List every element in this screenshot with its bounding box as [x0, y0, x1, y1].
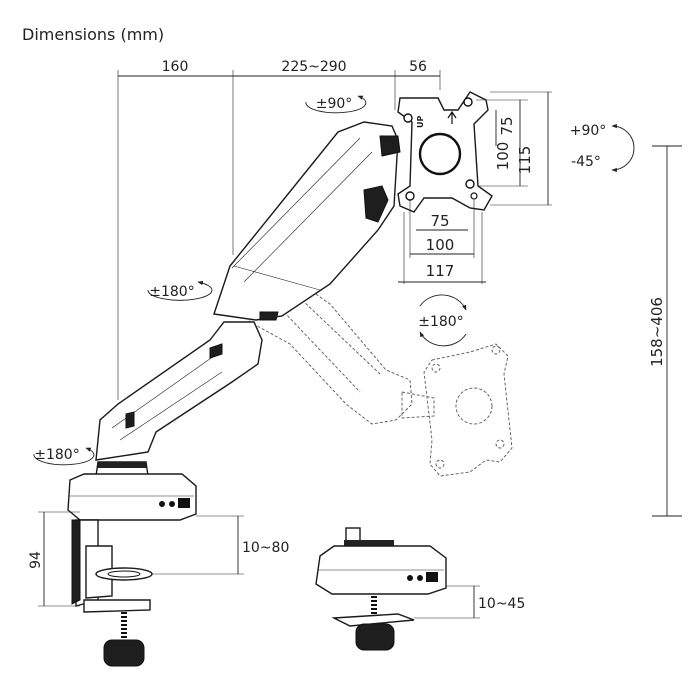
- clamp-height-label: 94: [28, 551, 44, 569]
- head-swivel-label: ±90°: [316, 96, 353, 112]
- plate-width-label: 117: [426, 262, 455, 280]
- plate-vertical-dimensions: [476, 91, 552, 206]
- height-range-label: 158~406: [648, 297, 666, 367]
- height-range-dimension: [652, 145, 682, 517]
- diagram-title: Dimensions (mm): [22, 25, 164, 44]
- top-dimension-line: [117, 70, 441, 400]
- grommet-base: [315, 527, 447, 651]
- elbow-rotation-icon: [147, 280, 213, 301]
- grommet-desk-thickness-label: 10~45: [478, 596, 525, 612]
- clamp-height-dimension: [38, 511, 80, 607]
- grommet-desk-thickness-dimension: [414, 585, 480, 619]
- plate-depth-label: 56: [409, 59, 427, 75]
- plate-horizontal-dimensions: [398, 200, 486, 284]
- desk-clamp-base: [67, 461, 197, 667]
- screen-rotation-icon: [419, 294, 467, 347]
- arm-first-length-label: 160: [162, 59, 189, 75]
- vesa-large-width-label: 100: [426, 236, 455, 254]
- plate-height-label: 115: [516, 146, 534, 175]
- vesa-large-height-label: 100: [494, 142, 512, 171]
- base-rotation-icon: [33, 447, 95, 466]
- arm-second-length-label: 225~290: [281, 59, 346, 75]
- screen-rotation-label: ±180°: [418, 314, 463, 330]
- vesa-plate: UP: [397, 91, 493, 213]
- tilt-down-label: -45°: [571, 154, 601, 170]
- lower-arm: [95, 321, 263, 461]
- upper-arm: [213, 121, 401, 321]
- elbow-rotation-label: ±180°: [149, 284, 194, 300]
- vesa-small-width-label: 75: [430, 212, 449, 230]
- plate-up-label: UP: [416, 116, 425, 128]
- clamp-desk-thickness-label: 10~80: [242, 540, 289, 556]
- vesa-small-height-label: 75: [498, 116, 516, 135]
- base-rotation-label: ±180°: [34, 447, 79, 463]
- clamp-desk-thickness-dimension: [152, 515, 244, 575]
- tilt-up-label: +90°: [570, 123, 607, 139]
- head-swivel-rotation-icon: [305, 95, 367, 114]
- tilt-rotation-icon: [611, 123, 635, 173]
